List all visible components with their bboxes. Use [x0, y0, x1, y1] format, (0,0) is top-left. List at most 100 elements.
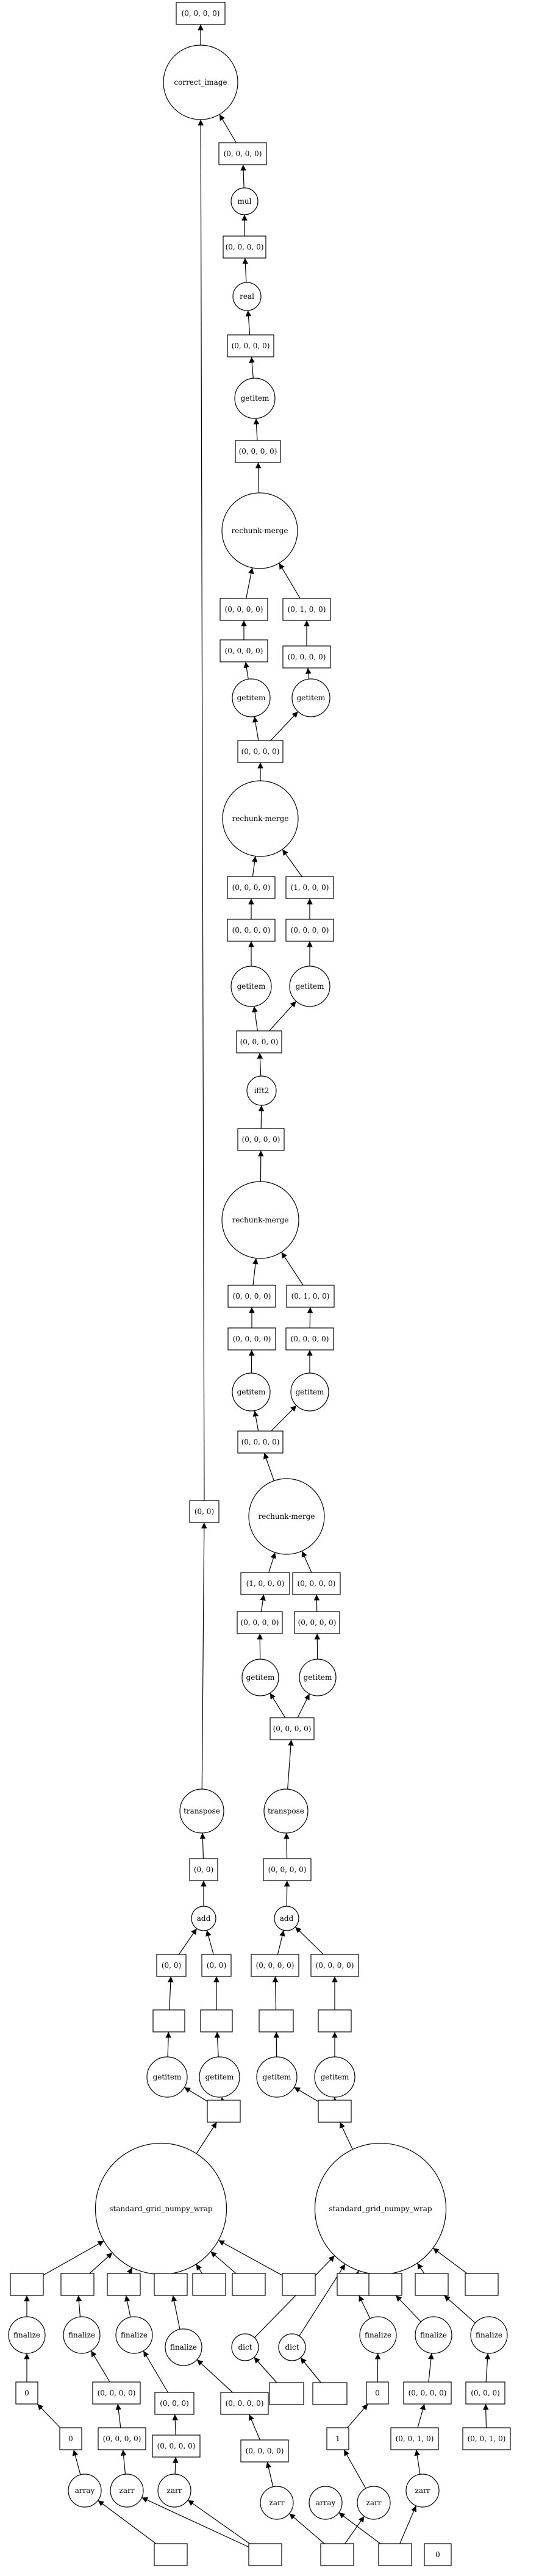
graph-edge	[43, 2241, 104, 2276]
task-node-shape	[278, 2333, 306, 2361]
node-label: (0, 0, 0, 0)	[232, 883, 271, 892]
task-node-shape	[470, 2316, 508, 2354]
key-node	[320, 2543, 354, 2566]
node-label: getitem	[153, 2073, 182, 2081]
node-label: (0, 0)	[162, 1961, 181, 1970]
task-node: zarr	[405, 2474, 440, 2508]
task-node-shape	[299, 1659, 337, 1696]
node-label: zarr	[270, 2499, 285, 2507]
graph-edge	[305, 667, 312, 680]
node-label: getitem	[246, 1673, 275, 1682]
key-node: (0, 0, 0, 0)	[270, 1717, 315, 1740]
key-node	[312, 2382, 348, 2405]
node-label: (0, 0, 0, 0)	[225, 647, 263, 655]
task-node: mul	[230, 187, 259, 215]
key-node-shape	[390, 2427, 439, 2450]
task-node-shape	[63, 2316, 101, 2354]
key-node-shape	[232, 2273, 266, 2296]
key-node-shape	[378, 2543, 412, 2566]
node-label: mul	[238, 197, 252, 206]
node-label: finalize	[68, 2331, 95, 2339]
task-node: transpose	[179, 1788, 224, 1834]
key-node-shape	[152, 2009, 185, 2032]
key-node: (0, 0, 0, 0)	[218, 142, 267, 165]
key-node-shape	[201, 1954, 232, 1977]
task-node: dict	[231, 2333, 259, 2361]
key-node-shape	[154, 2543, 188, 2566]
key-node: (0, 0, 0, 0)	[237, 1611, 283, 1634]
task-node: getitem	[290, 1372, 329, 1412]
graph-edge	[167, 1976, 174, 2011]
task-node: finalize	[8, 2316, 46, 2354]
key-node: (0, 0, 0, 0)	[220, 2392, 269, 2415]
key-node-shape	[270, 1717, 315, 1740]
node-label: (0, 0, 0, 0)	[224, 149, 262, 158]
node-label: (0, 0, 0, 0)	[182, 9, 220, 18]
key-node-shape	[189, 1500, 220, 1523]
graph-edge	[339, 2122, 353, 2150]
node-label: getitem	[241, 394, 270, 403]
task-node: finalize	[470, 2316, 508, 2354]
node-label: 0	[435, 2550, 440, 2559]
key-node-shape	[282, 645, 331, 669]
key-node: (0, 0, 0, 0)	[223, 235, 266, 259]
key-node: (0, 0, 0, 0)	[227, 1285, 276, 1308]
node-label: (0, 0, 0, 0)	[241, 1438, 280, 1446]
graph-edge	[428, 2353, 434, 2383]
node-label: add	[197, 1914, 211, 1923]
graph-edge	[243, 661, 250, 680]
task-node-shape	[263, 1788, 309, 1834]
task-node: dict	[278, 2333, 306, 2361]
task-node-shape	[357, 2486, 391, 2520]
graph-edge	[196, 2359, 233, 2393]
node-label: getitem	[296, 1388, 324, 1396]
key-node-shape	[320, 2543, 354, 2566]
key-node	[337, 2273, 371, 2296]
graph-edge	[265, 2461, 274, 2487]
task-node-shape	[230, 966, 272, 1007]
key-node	[200, 2009, 233, 2032]
task-node-shape	[231, 2333, 259, 2361]
node-label: getitem	[237, 982, 266, 991]
key-node: (0, 0, 0)	[154, 2392, 195, 2415]
graph-edge	[252, 1410, 259, 1432]
key-node: (0, 0, 0, 0)	[220, 639, 268, 662]
graph-edge	[399, 2505, 416, 2544]
node-label: (0, 0, 0, 0)	[240, 1038, 279, 1046]
key-node: 0	[15, 2381, 38, 2405]
graph-edge	[120, 2449, 127, 2475]
task-node-shape	[405, 2474, 440, 2508]
key-node	[10, 2273, 44, 2296]
node-label: (0, 0, 0, 0)	[316, 1961, 354, 1970]
key-node-shape	[240, 1572, 290, 1595]
key-node-shape	[326, 2427, 349, 2450]
key-node-shape	[237, 1128, 285, 1151]
graph-edge	[214, 2031, 221, 2058]
key-node-shape	[220, 2392, 269, 2415]
node-label: (0, 0, 0, 0)	[268, 1865, 307, 1874]
key-node: (0, 1, 0, 0)	[282, 598, 331, 621]
graph-edge	[199, 1832, 206, 1859]
graph-edge	[301, 1551, 312, 1573]
key-node	[269, 2382, 304, 2405]
graph-edge	[395, 2295, 421, 2322]
key-node: (0, 0)	[189, 1858, 218, 1881]
key-node-shape	[286, 1285, 335, 1308]
graph-edge	[300, 2357, 321, 2383]
graph-edge	[251, 856, 258, 877]
task-node: rechunk-merge	[221, 492, 298, 569]
key-node: (0, 0, 0, 0)	[220, 598, 268, 621]
node-label: (0, 0)	[194, 1865, 213, 1874]
graph-edge	[245, 310, 252, 335]
graph-edge	[141, 2497, 249, 2548]
graph-edge	[172, 2414, 178, 2436]
task-node: getitem	[241, 1659, 279, 1696]
node-label: (0, 0, 0, 0)	[291, 1335, 329, 1343]
graph-edge	[184, 2087, 208, 2102]
node-label: finalize	[476, 2331, 502, 2339]
key-node-shape	[292, 1572, 341, 1595]
graph-edge	[187, 2500, 250, 2544]
graph-edge	[249, 356, 255, 379]
key-node-shape	[236, 1030, 282, 1053]
key-node	[368, 2273, 402, 2296]
